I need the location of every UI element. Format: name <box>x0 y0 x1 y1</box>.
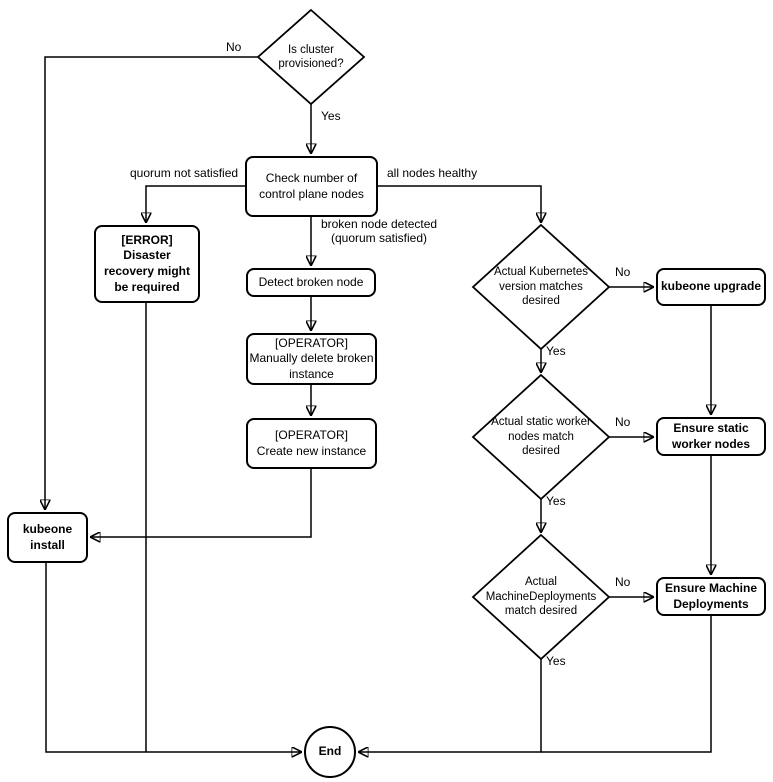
edge-no-to-install <box>45 56 258 510</box>
edge-create-to-install <box>90 469 312 537</box>
decision-static-workers-match: Actual static worker nodes match desired <box>491 416 591 458</box>
edge-label-md-no: No <box>615 575 631 589</box>
node-kubeone-upgrade: kubeone upgrade <box>656 268 766 306</box>
diamond-version-matches <box>471 223 611 351</box>
node-kubeone-install: kubeone install <box>7 512 88 563</box>
edge-label-static-no: No <box>615 415 631 429</box>
edge-label-static-yes: Yes <box>546 494 566 508</box>
node-ensure-static-workers: Ensure static worker nodes <box>656 417 766 456</box>
node-error-disaster-recovery: [ERROR] Disaster recovery might be requi… <box>94 225 200 303</box>
node-check-control-plane: Check number of control plane nodes <box>245 156 378 217</box>
edge-label-provisioned: Yes <box>321 109 341 123</box>
decision-machinedeployments-match: Actual MachineDeployments match desired <box>485 576 597 618</box>
edge-quorum-to-error <box>146 185 245 223</box>
edge-label-all-nodes-healthy: all nodes healthy <box>387 166 478 180</box>
edge-label-version-no: No <box>615 265 631 279</box>
edge-md-yes-to-end <box>358 659 542 752</box>
edge-healthy-to-version <box>378 185 541 223</box>
edge-label-broken-node-detected: broken node detected (quorum satisfied) <box>320 217 438 246</box>
diamond-static-workers-match <box>471 373 611 501</box>
node-ensure-machinedeployments: Ensure Machine Deployments <box>656 577 766 616</box>
edge-label-not-provisioned: No <box>226 40 242 54</box>
node-manually-delete-instance: [OPERATOR] Manually delete broken instan… <box>246 333 377 385</box>
edge-label-version-yes: Yes <box>546 344 566 358</box>
node-detect-broken-node: Detect broken node <box>246 268 376 297</box>
edge-label-quorum-not-satisfied: quorum not satisfied <box>130 166 239 180</box>
node-create-new-instance: [OPERATOR] Create new instance <box>246 418 377 469</box>
decision-version-matches: Actual Kubernetes version matches desire… <box>494 266 588 308</box>
diamond-machinedeployments-match <box>471 533 611 661</box>
decision-is-cluster-provisioned: Is cluster provisioned? <box>278 43 344 70</box>
diamond-is-cluster-provisioned <box>256 8 366 106</box>
node-end: End <box>304 726 356 778</box>
edge-label-md-yes: Yes <box>546 654 566 668</box>
edge-install-to-end <box>45 563 302 752</box>
edge-ensure-md-to-end <box>541 616 712 753</box>
